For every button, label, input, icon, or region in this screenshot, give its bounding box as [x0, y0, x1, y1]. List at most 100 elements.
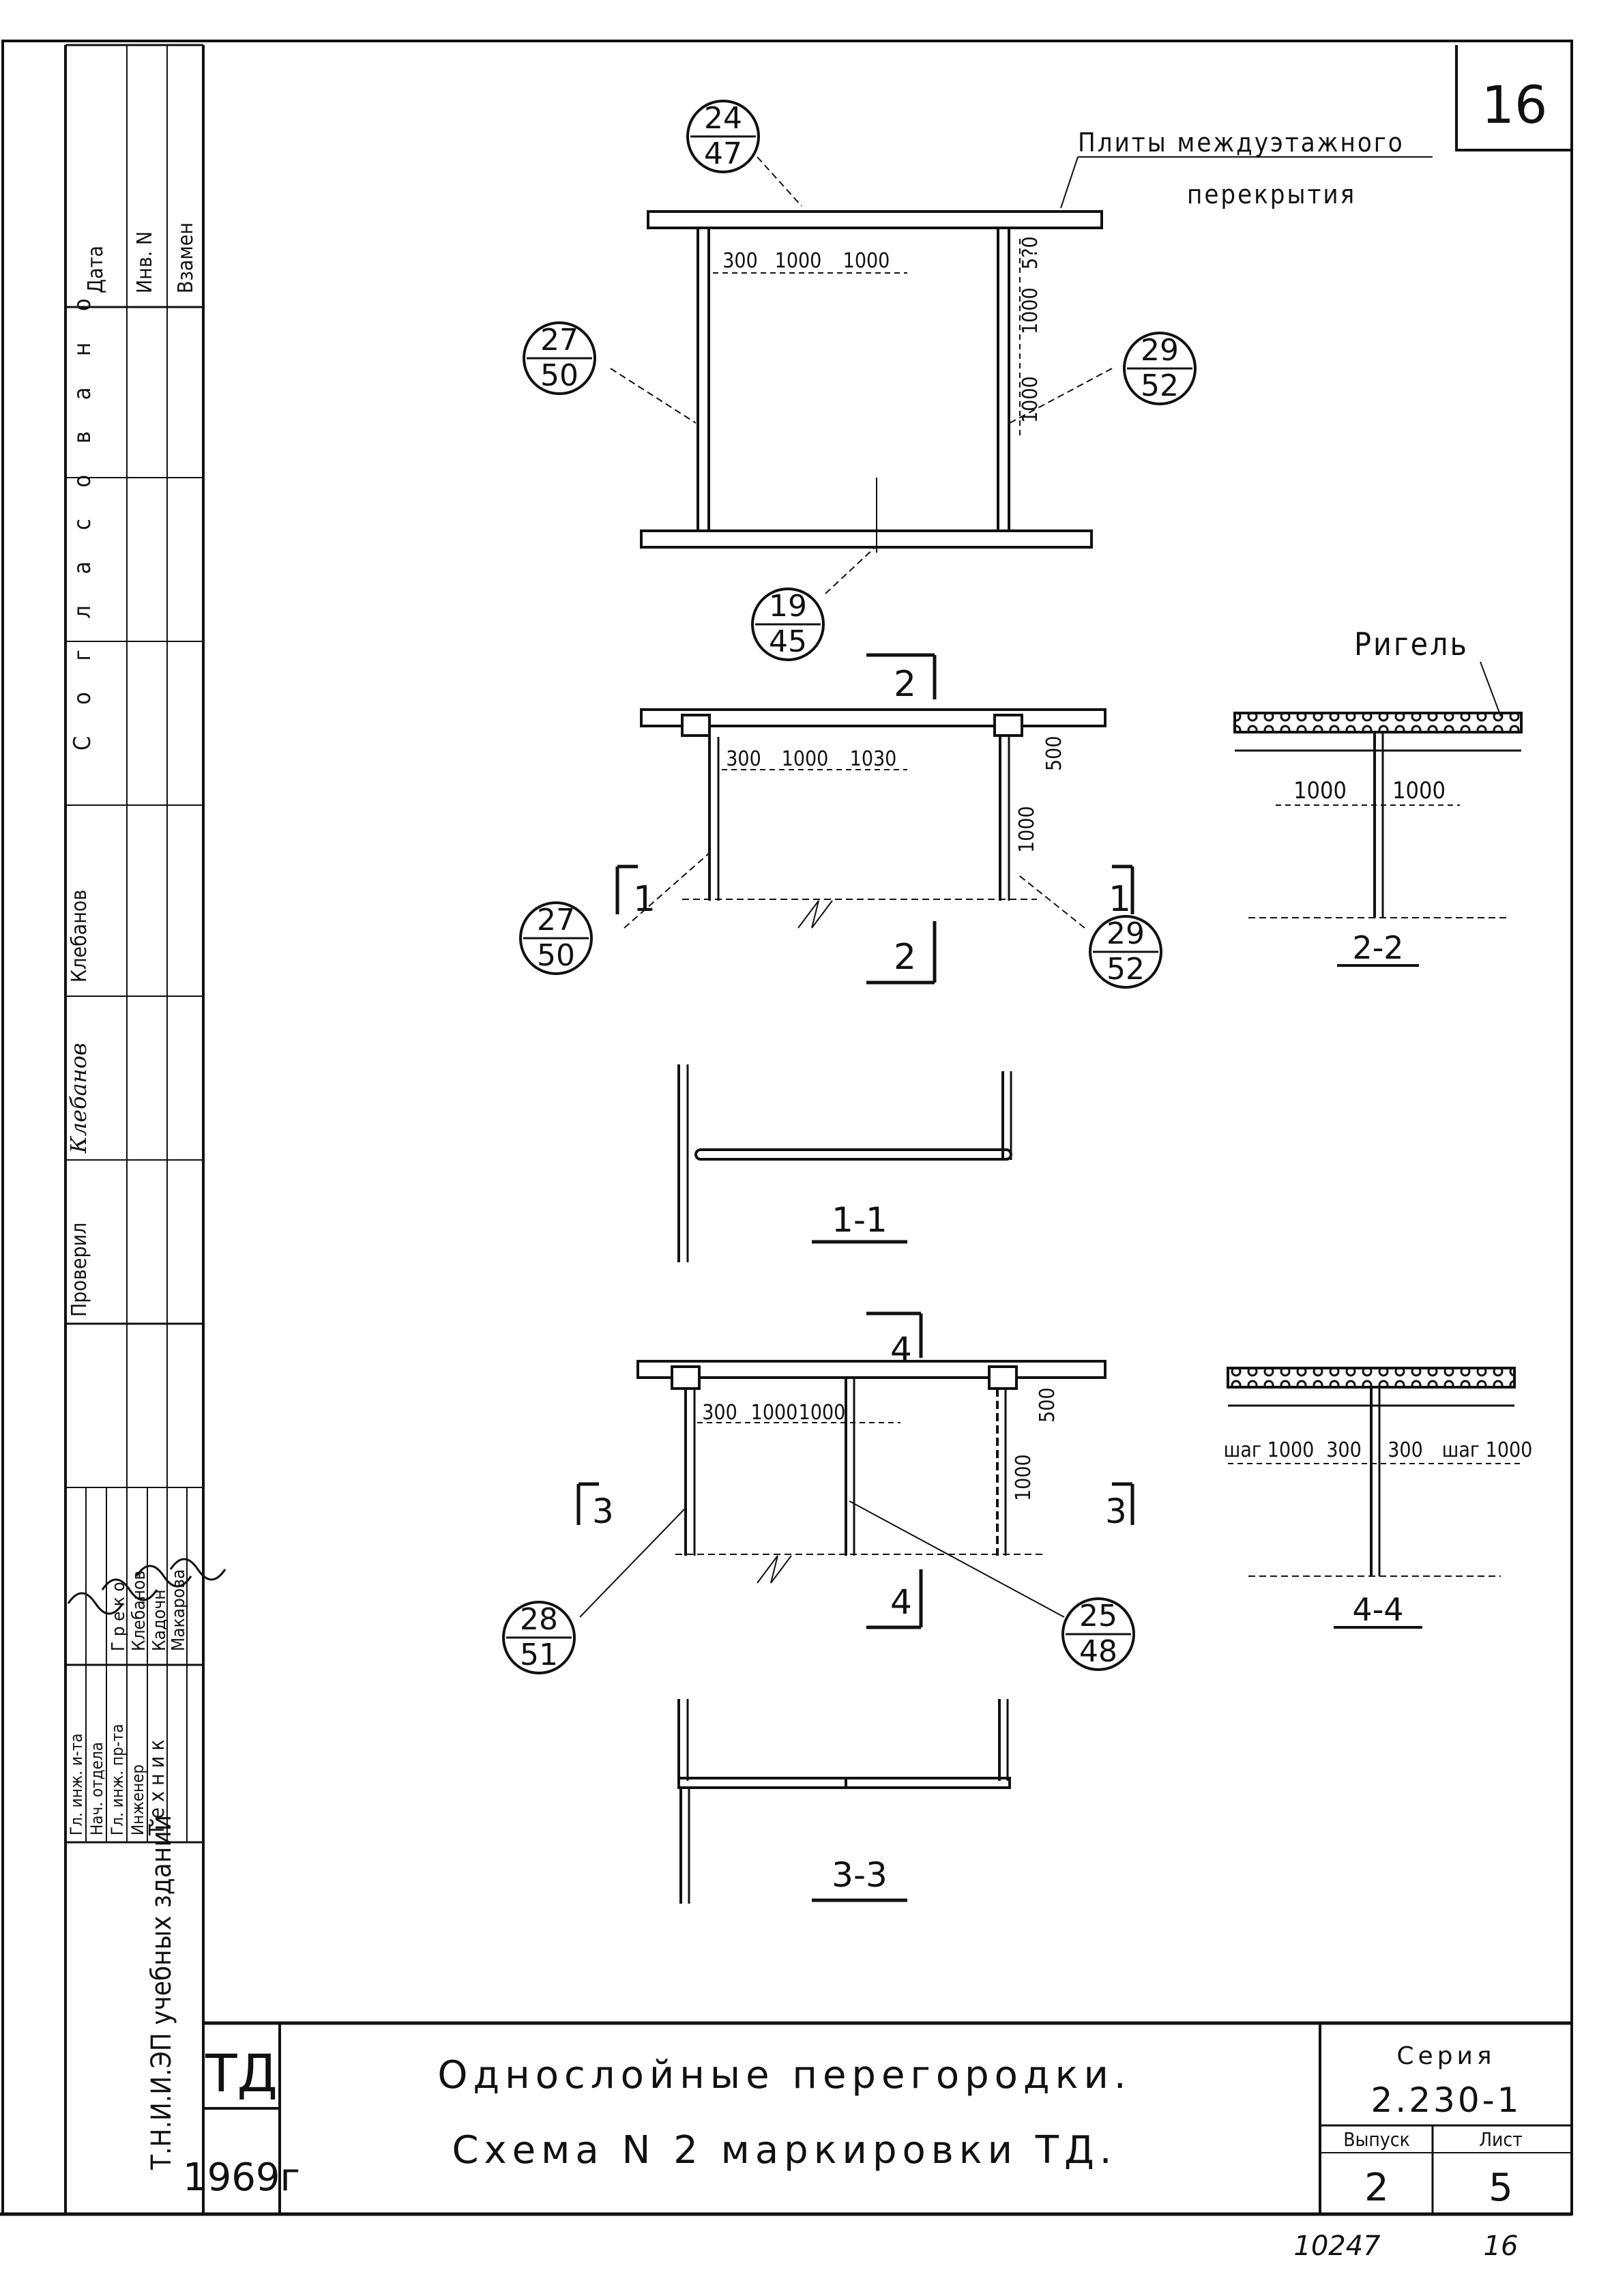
slab-label-line2: перекрытия: [1187, 179, 1356, 209]
bot-dim-v1000: 1000: [1012, 1454, 1036, 1501]
svg-text:45: 45: [769, 624, 807, 659]
svg-text:24: 24: [704, 101, 742, 136]
plan-dim-300: 300: [722, 249, 758, 273]
marker-24-47: 24 47: [686, 100, 760, 173]
stamp-signature: Клебанов: [65, 1043, 91, 1154]
svg-text:50: 50: [540, 358, 578, 393]
s44-dim-300b: 300: [1388, 1438, 1423, 1462]
stamp-name-1: Г р е к о: [108, 1582, 129, 1651]
section-title-4-4: 4-4: [1352, 1591, 1403, 1628]
svg-text:47: 47: [704, 136, 742, 171]
section-3-3: 3-3: [677, 1699, 1011, 1904]
s44-dim-300a: 300: [1326, 1438, 1362, 1462]
marker-27-50-mid: 27 50: [519, 901, 593, 975]
issue-value: 2: [1364, 2166, 1389, 2210]
svg-text:52: 52: [1107, 952, 1145, 987]
view-plan-top: 300 1000 1000 1000 5?0 1000 Плиты междуэ…: [610, 128, 1433, 594]
stamp-role-2: Нач. отдела: [87, 1742, 106, 1835]
section-title-3-3: 3-3: [832, 1855, 888, 1895]
marker-29-52-top: 29 52: [1123, 332, 1197, 405]
td-mark: ТД: [205, 2043, 278, 2104]
stamp-organization: Т.Н.И.И.ЭП учебных зданий: [146, 1815, 177, 2170]
svg-text:29: 29: [1141, 333, 1179, 368]
marker-28-51: 28 51: [502, 1601, 576, 1674]
section-4-4: шаг 1000 300 300 шаг 1000 4-4: [1224, 1367, 1533, 1629]
view-plan-bottom: 300 1000 1000 1000 500 3 3 4 4: [576, 1311, 1134, 1629]
svg-text:52: 52: [1141, 368, 1179, 403]
stamp-date-label: Дата: [84, 246, 108, 293]
bot-dim-1000a: 1000: [751, 1401, 798, 1425]
title-line-1: Однослойные перегородки.: [437, 2053, 1131, 2097]
svg-text:50: 50: [537, 938, 575, 973]
stamp-name-3: Кадочн: [149, 1589, 170, 1651]
s44-step-left: шаг 1000: [1224, 1438, 1315, 1462]
svg-text:28: 28: [520, 1602, 558, 1637]
sheet-number-box: 16: [1455, 45, 1572, 151]
svg-text:27: 27: [537, 903, 575, 938]
stamp-role-5: Техник: [145, 1734, 169, 1836]
series-label: Серия: [1396, 2042, 1495, 2070]
side-stamp: Дата Инв. N Взамен С о г л а с о в а н о…: [65, 44, 226, 2170]
bot-dim-300: 300: [702, 1401, 737, 1425]
sheet-value: 5: [1489, 2166, 1513, 2210]
stamp-name-2: Клебанов: [129, 1571, 149, 1651]
mid-dim-1000: 1000: [782, 747, 829, 771]
stamp-inv-label: Инв. N: [133, 231, 157, 293]
section-title-2-2: 2-2: [1352, 929, 1403, 966]
plan-dim-1000a: 1000: [775, 249, 822, 273]
stamp-role-4: Инженер: [128, 1764, 147, 1835]
mid-dim-v500: 500: [1042, 736, 1066, 771]
marker-19-45: 19 45: [751, 587, 825, 661]
section-title-1-1: 1-1: [832, 1200, 888, 1240]
section-3-left: 3: [592, 1492, 614, 1531]
section-2-top: 2: [894, 664, 916, 705]
footer: 10247 16: [1293, 2230, 1518, 2262]
plan-dim-v1000: 1000: [1019, 287, 1042, 334]
section-1-right: 1: [1109, 879, 1131, 920]
section-1-left: 1: [633, 879, 656, 920]
stamp-agreed-label: С о г л а с о в а н о: [69, 286, 96, 751]
series-value: 2.230-1: [1371, 2080, 1522, 2120]
svg-text:25: 25: [1079, 1599, 1117, 1633]
section-2-2: Ригель 1000 1000 2-2: [1233, 626, 1523, 967]
sheet-number: 16: [1482, 74, 1548, 135]
issue-label: Выпуск: [1343, 2128, 1410, 2151]
mid-dim-v1000: 1000: [1015, 806, 1039, 853]
page-number: 16: [1484, 2230, 1519, 2262]
plan-dim-v500: 5?0: [1019, 236, 1042, 270]
mid-dim-300: 300: [726, 747, 761, 771]
stamp-replace-label: Взамен: [174, 222, 198, 293]
section-4-bottom: 4: [890, 1582, 912, 1622]
s22-dim-left: 1000: [1293, 777, 1347, 804]
marker-29-52-mid: 29 52: [1089, 915, 1162, 989]
section-2-bottom: 2: [894, 937, 916, 978]
mid-dim-1030: 1030: [850, 747, 897, 771]
section-1-1: 1-1: [677, 1064, 1012, 1262]
sheet-frame: [0, 40, 1573, 2216]
stamp-role-3: Гл. инж. пр-та: [108, 1724, 127, 1835]
svg-text:48: 48: [1079, 1634, 1117, 1669]
stamp-role-1: Гл. инж. и-та: [67, 1733, 86, 1835]
bot-dim-1000b: 1000: [799, 1401, 846, 1425]
girder-label: Ригель: [1354, 626, 1469, 663]
stamp-checked-label: Проверил: [68, 1223, 91, 1317]
marker-27-50-top: 27 50: [523, 321, 596, 395]
section-4-top: 4: [890, 1330, 912, 1369]
stamp-surname: Клебанов: [68, 890, 91, 983]
archive-number: 10247: [1293, 2230, 1381, 2262]
sheet-label: Лист: [1479, 2128, 1523, 2151]
view-plan-middle: 300 1000 1030 1000 500 1 1 2 2: [615, 653, 1134, 985]
svg-text:27: 27: [540, 323, 578, 358]
s44-step-right: шаг 1000: [1442, 1438, 1533, 1462]
year: 1969г: [183, 2155, 300, 2200]
svg-text:19: 19: [769, 589, 807, 624]
plan-dim-v1000b: 1000: [1019, 376, 1042, 423]
svg-text:29: 29: [1107, 916, 1145, 951]
slab-label-line1: Плиты междуэтажного: [1078, 128, 1405, 158]
plan-dim-1000b: 1000: [843, 249, 890, 273]
s22-dim-right: 1000: [1392, 777, 1446, 804]
marker-25-48: 25 48: [1061, 1597, 1135, 1671]
bot-dim-v500: 500: [1036, 1387, 1059, 1423]
svg-text:51: 51: [520, 1638, 558, 1672]
